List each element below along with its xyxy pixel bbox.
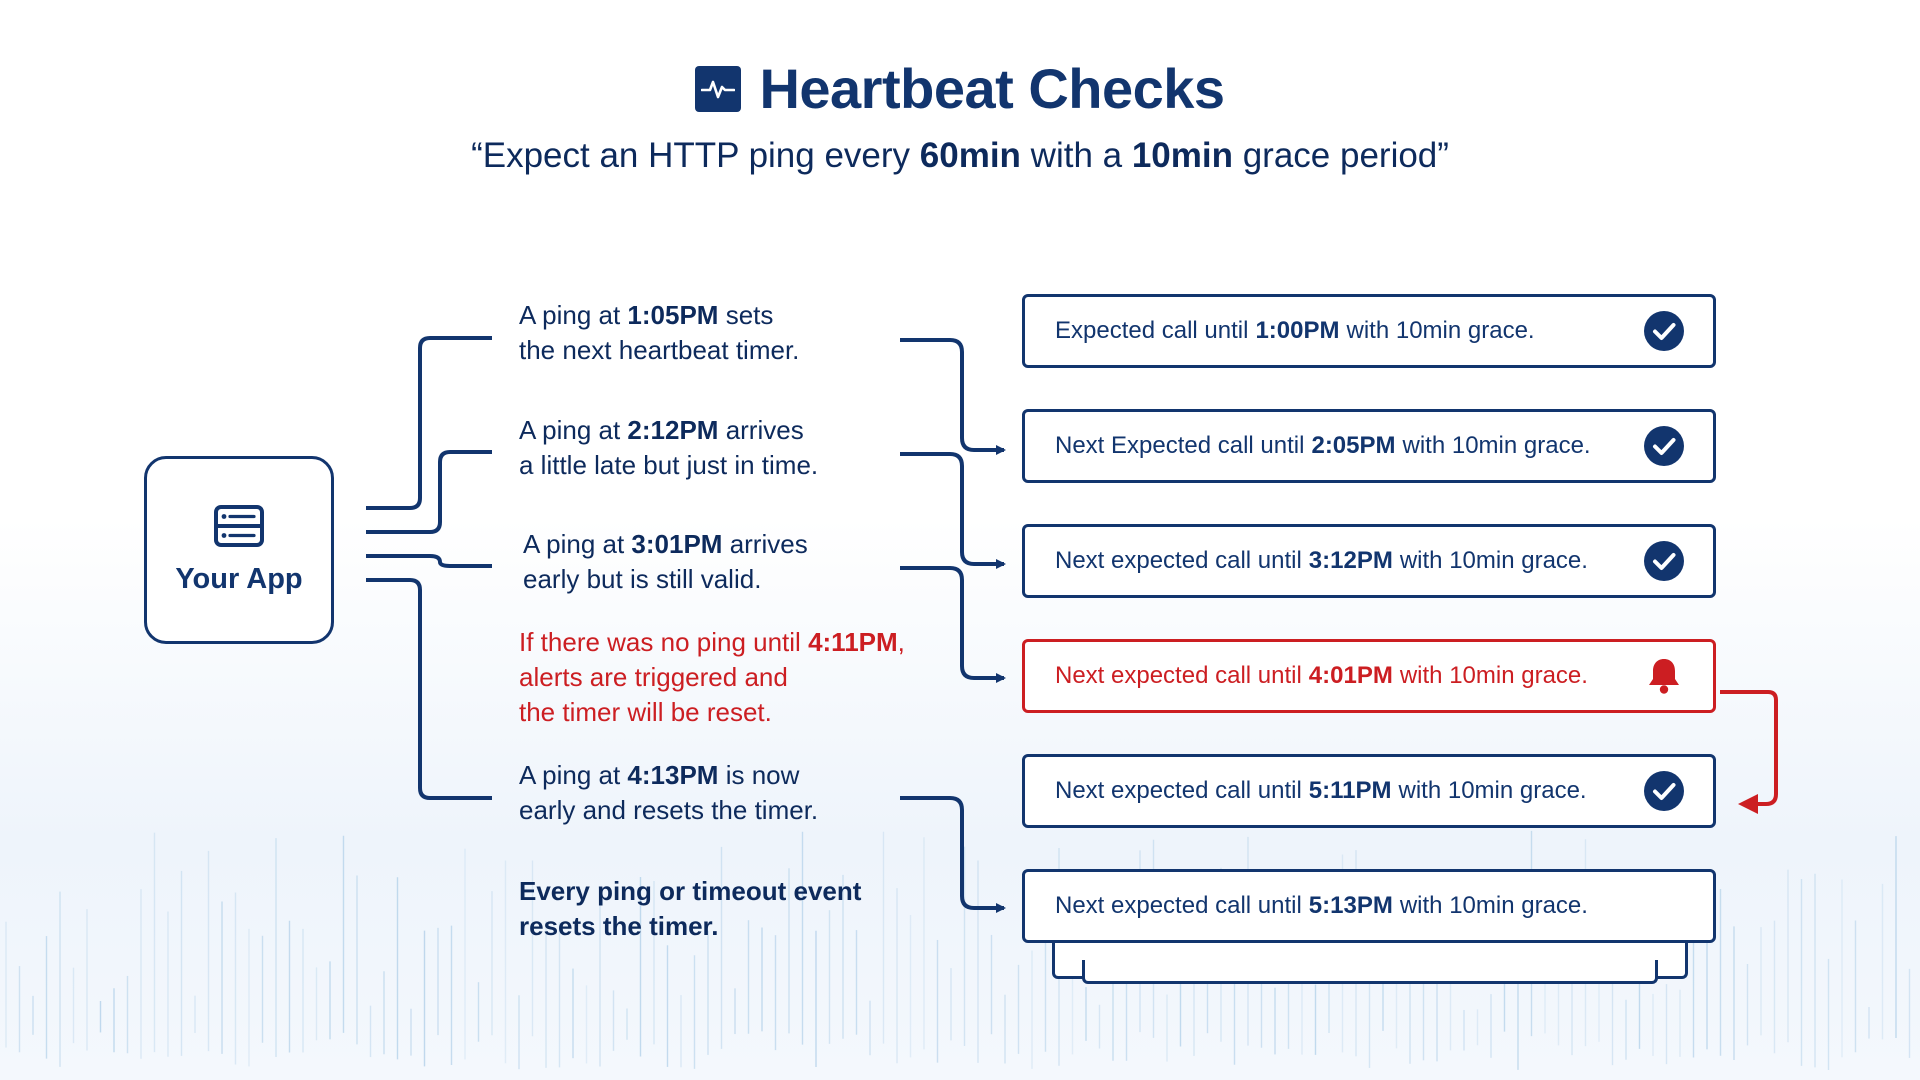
event-description: A ping at 3:01PM arrives early but is st… (523, 529, 808, 594)
branch-line-1 (366, 336, 492, 510)
bell-icon (1643, 655, 1685, 697)
page-title: Heartbeat Checks (759, 57, 1225, 120)
card-stack-layer (1082, 960, 1658, 984)
arrow-event-5 (900, 796, 1006, 913)
footer-note: Every ping or timeout event resets the t… (519, 876, 862, 941)
check-icon (1643, 770, 1685, 812)
server-icon (213, 504, 265, 553)
check-icon (1643, 425, 1685, 467)
header: Heartbeat Checks (0, 56, 1920, 121)
event-description: A ping at 2:12PM arrives a little late b… (519, 415, 819, 480)
arrow-event-1 (900, 338, 1006, 455)
page-subtitle: “Expect an HTTP ping every 60min with a … (471, 136, 1449, 175)
event-description: A ping at 1:05PM sets the next heartbeat… (519, 300, 800, 365)
arrow-event-2 (900, 452, 1006, 569)
branch-line-2 (366, 450, 492, 534)
alert-reset-arrow (1720, 690, 1778, 806)
check-icon (1643, 540, 1685, 582)
branch-line-3 (366, 554, 492, 568)
check-icon (1643, 310, 1685, 352)
branch-line-4 (366, 578, 492, 800)
event-description: A ping at 4:13PM is now early and resets… (519, 760, 819, 825)
pulse-icon (695, 65, 742, 112)
your-app-node: Your App (144, 456, 334, 644)
app-label: Your App (175, 563, 303, 595)
alert-event-description: If there was no ping until 4:11PM, alert… (519, 627, 905, 727)
arrow-event-3 (900, 566, 1006, 683)
